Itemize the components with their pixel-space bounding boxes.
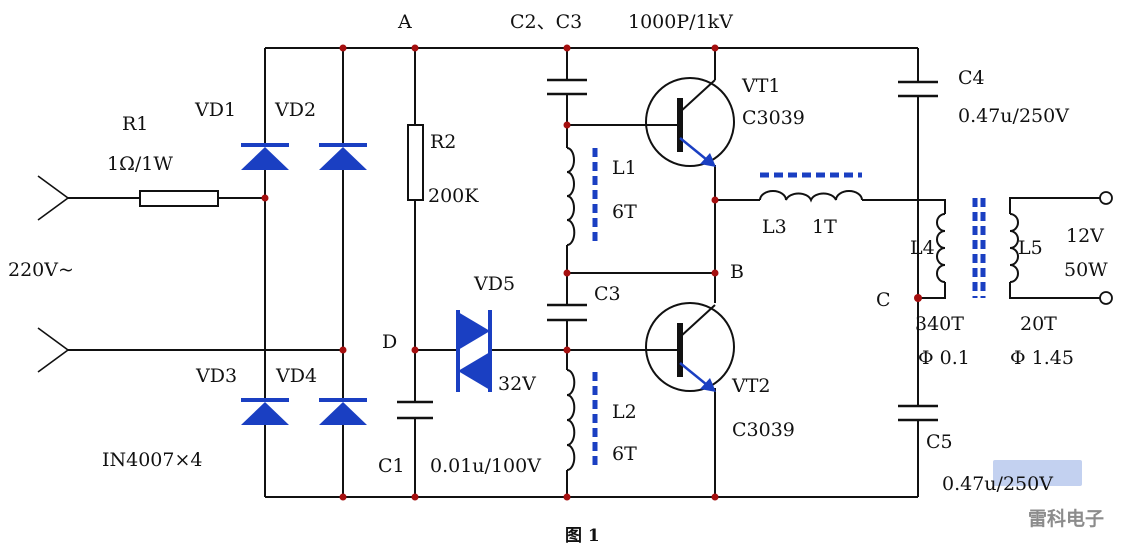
output-terminal-top[interactable]: [1099, 191, 1113, 205]
l3-label: L3: [762, 216, 787, 238]
input-terminal-bottom: [37, 327, 70, 373]
r2-value: 200K: [428, 185, 479, 207]
c3-lower-label: C3: [594, 283, 621, 305]
vt1-part: C3039: [742, 107, 805, 129]
node-c-label: C: [876, 289, 891, 311]
inductor-l2: [566, 369, 598, 471]
input-terminal-top: [37, 175, 70, 221]
c4-value: 0.47u/250V: [958, 105, 1069, 127]
l1-label: L1: [612, 157, 637, 179]
vd4-label: VD4: [275, 365, 317, 387]
c5-value: 0.47u/250V: [942, 473, 1053, 495]
vt1-label: VT1: [741, 75, 780, 97]
watermark-badge: [993, 460, 1082, 486]
diode-vd1: [241, 143, 289, 170]
transformer-l4: [936, 213, 946, 283]
diode-vd2: [319, 143, 367, 170]
capacitor-c3: [547, 303, 587, 322]
l3-turns: 1T: [812, 216, 837, 238]
diac-vd5: [456, 310, 492, 392]
inductor-l3: [759, 172, 863, 203]
c2-c3-label: C2、C3: [510, 11, 582, 33]
l5-wire: Φ 1.45: [1010, 347, 1074, 369]
node-a-label: A: [397, 11, 412, 33]
r1-label: R1: [122, 113, 148, 135]
bridge-note: IN4007×4: [102, 449, 203, 471]
l4-turns: 340T: [915, 313, 964, 335]
node-b-label: B: [730, 261, 744, 283]
resistor-r1: [139, 190, 219, 207]
c2-c3-value: 1000P/1kV: [628, 11, 733, 33]
vd5-label: VD5: [473, 273, 515, 295]
r2-label: R2: [430, 131, 456, 153]
transistor-vt1: [645, 77, 735, 167]
vd3-label: VD3: [195, 365, 237, 387]
junction-dots: [261, 44, 922, 501]
vd2-label: VD2: [274, 99, 316, 121]
capacitor-c2: [547, 78, 587, 96]
vt2-part: C3039: [732, 419, 795, 441]
figure-caption: 图 1: [565, 526, 600, 546]
l5-turns: 20T: [1020, 313, 1057, 335]
l4-wire: Φ 0.1: [918, 347, 970, 369]
inductor-l1: [566, 147, 598, 246]
r1-value: 1Ω/1W: [107, 153, 173, 175]
transformer-core: [972, 198, 986, 298]
l5-label: L5: [1018, 237, 1043, 259]
l1-turns: 6T: [612, 201, 637, 223]
vd5-value: 32V: [498, 373, 536, 395]
node-d-label: D: [382, 331, 397, 353]
transistor-vt2: [645, 302, 735, 392]
capacitor-c4: [898, 80, 938, 98]
watermark-text: 雷科电子: [1028, 507, 1104, 530]
diode-vd3: [241, 398, 289, 425]
c5-label: C5: [926, 431, 953, 453]
capacitor-c1: [397, 400, 433, 420]
l2-label: L2: [612, 401, 637, 423]
diode-vd4: [319, 398, 367, 425]
output-terminal-bottom[interactable]: [1099, 291, 1113, 305]
l4-label: L4: [910, 237, 935, 259]
labels: A C2、C3 1000P/1kV R1 1Ω/1W VD1 VD2 R2 20…: [8, 11, 1108, 546]
c4-label: C4: [958, 67, 985, 89]
transformer-l5: [1009, 213, 1019, 283]
resistor-r2: [407, 124, 424, 201]
input-voltage-label: 220V~: [8, 259, 74, 281]
wiring: [68, 47, 1100, 498]
c1-value: 0.01u/100V: [430, 455, 541, 477]
output-voltage-label: 12V: [1066, 225, 1104, 247]
l2-turns: 6T: [612, 443, 637, 465]
capacitor-c5: [898, 404, 938, 422]
vt2-label: VT2: [731, 375, 770, 397]
output-power-label: 50W: [1064, 259, 1108, 281]
c1-label: C1: [378, 455, 405, 477]
vd1-label: VD1: [194, 99, 236, 121]
